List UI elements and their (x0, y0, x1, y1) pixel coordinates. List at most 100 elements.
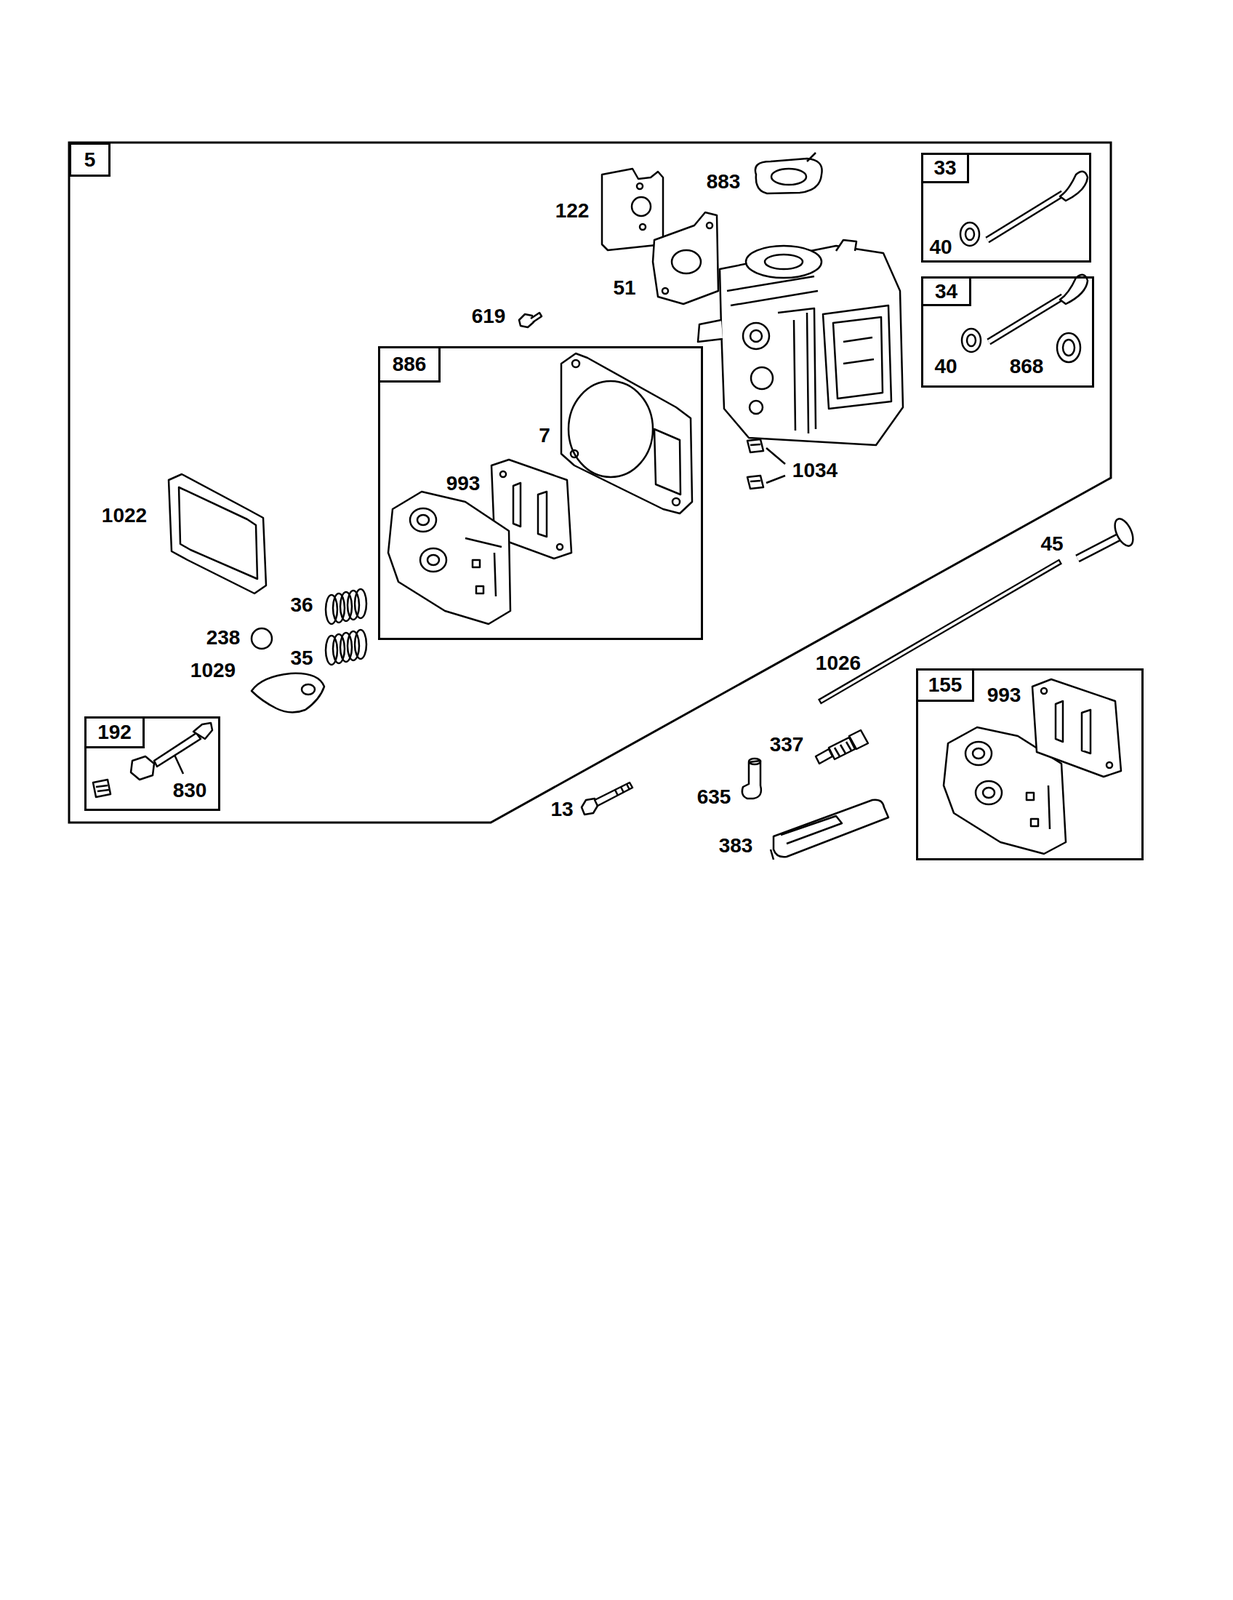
callout-number: 883 (706, 171, 741, 192)
gasket-1022 (168, 474, 267, 594)
valve-stem (987, 193, 1063, 240)
intake-port (764, 254, 803, 269)
gasket-outline (168, 474, 267, 594)
callout-number: 35 (290, 647, 313, 669)
plate-detail (465, 537, 502, 597)
plate-outline (388, 491, 511, 624)
plate-port-inner (972, 748, 985, 759)
callout-number: 45 (1040, 533, 1063, 554)
gasket-hole (572, 359, 580, 368)
screw-head (519, 314, 534, 328)
boss-hole (749, 400, 763, 414)
spark-tester (770, 799, 889, 860)
head-ear (697, 319, 723, 342)
gasket-slot (1055, 700, 1091, 754)
group-number: 33 (933, 157, 957, 179)
callout-number: 383 (719, 835, 754, 856)
plate-detail (1048, 785, 1050, 829)
gasket-hole (1106, 761, 1113, 768)
kit-box: 155993 (916, 668, 1144, 861)
leader-line (766, 447, 786, 464)
gasket-outline (1032, 679, 1122, 777)
kit-box: 3340 (921, 152, 1092, 263)
gasket-hole (631, 197, 651, 216)
gasket-hole (639, 223, 646, 230)
rocker-chamber-inner (833, 316, 883, 399)
gasket-993 (1032, 679, 1122, 777)
group-number: 5 (84, 149, 96, 171)
valve-stem-inner (988, 296, 1063, 342)
gasket-122 (601, 168, 664, 251)
group-number-tab: 155 (916, 668, 975, 702)
group-number-tab: 886 (378, 346, 441, 383)
gasket-hole (672, 497, 680, 506)
screw-619 (519, 312, 542, 328)
screw-shank (530, 312, 542, 323)
assembly-outline-line (69, 142, 1111, 823)
bolt-thread (615, 783, 630, 796)
nut-thread (95, 785, 110, 791)
valve-spring-36 (325, 588, 367, 624)
cylinder-head (697, 239, 903, 445)
spark-plug-boot (742, 758, 762, 799)
stud-thread (193, 722, 213, 739)
kit-box: 3440868 (921, 276, 1095, 388)
group-number-tab: 33 (921, 152, 970, 184)
head-gasket-7 (561, 353, 693, 514)
rocker-hole (301, 684, 315, 695)
kit-box: 8867993 (378, 346, 704, 640)
pivot-nut (130, 756, 155, 780)
callout-number: 830 (173, 780, 208, 801)
group-number-tab: 192 (84, 716, 145, 749)
boss (742, 322, 770, 349)
callout-number: 337 (769, 734, 805, 755)
valve-head (1059, 274, 1088, 304)
tool-clip (780, 815, 842, 844)
gasket-inner (178, 487, 258, 579)
tappet-body (1077, 536, 1120, 559)
plate-port-inner (427, 554, 440, 565)
gasket-outline (755, 158, 823, 194)
gasket-outline (561, 353, 693, 514)
valve-seal-inner (966, 334, 976, 347)
group-number-tab: 5 (69, 142, 111, 177)
plate-port (410, 508, 437, 532)
push-rod-inner (820, 561, 1060, 701)
assembly-outline-shape (67, 141, 1113, 824)
callout-number: 1034 (792, 460, 838, 481)
rocker-arm (251, 673, 325, 713)
gasket-slot (513, 482, 547, 537)
valve-washer-inner (1062, 339, 1075, 356)
gasket-883 (755, 152, 823, 194)
plate-detail (1030, 818, 1039, 826)
plate-port (975, 780, 1002, 805)
boss-hole (750, 330, 762, 342)
assembly-outline: 5 3340 3440868 8867993 192 830 (69, 142, 1111, 823)
callout-number: 868 (1009, 356, 1044, 377)
gasket-hole (1041, 687, 1047, 694)
group-number: 155 (928, 674, 963, 696)
callout-number: 122 (555, 200, 590, 222)
gasket-hole (706, 222, 713, 229)
spring-coil (354, 629, 367, 659)
plate-port (965, 741, 992, 765)
keeper (747, 439, 764, 453)
cooling-fin (727, 276, 818, 434)
rocker-body (251, 673, 325, 713)
callout-number: 635 (697, 786, 732, 807)
callout-number: 1029 (190, 660, 236, 681)
callout-number: 36 (290, 594, 313, 616)
pushrod-window (654, 428, 681, 495)
cover-plate (388, 491, 511, 624)
head-bolt-13 (581, 782, 633, 815)
plate-port (420, 548, 447, 572)
callout-number: 13 (550, 798, 573, 820)
kit-box: 192 830 (84, 716, 221, 811)
group-number: 192 (97, 721, 132, 743)
tool-pin (770, 849, 774, 860)
leader-line (174, 754, 184, 774)
gasket-hole (556, 543, 563, 550)
callout-number: 619 (471, 306, 506, 327)
valve-seal (960, 222, 980, 246)
head-detail (843, 337, 874, 364)
